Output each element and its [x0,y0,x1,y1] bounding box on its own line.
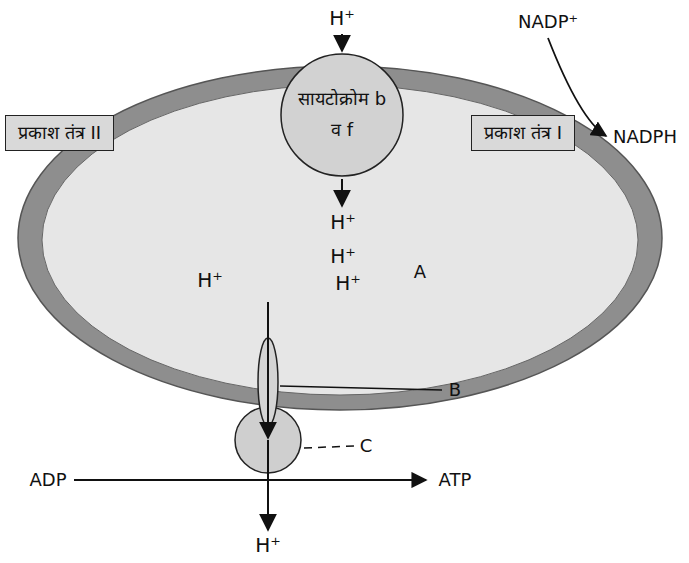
proton-arrow [267,440,269,530]
proton-label: H⁺ [197,269,223,291]
proton-label: H⁺ [255,534,281,556]
proton-label: H⁺ [335,272,361,294]
node-label: प्रकाश तंत्र II [18,121,101,144]
proton-arrow [341,34,343,51]
cytochrome-circle: सायटोक्रोम b व f [280,53,404,177]
adp-atp-arrow [74,479,426,481]
atp-label: ATP [439,470,472,490]
thylakoid-lumen [42,85,638,395]
proton-label: H⁺ [329,7,355,29]
nadph-label: NADPH [613,127,677,147]
nadp-label: NADP⁺ [518,12,578,32]
part-letter: C [360,436,373,456]
proton-arrow [341,179,343,206]
cytochrome-outline [280,53,404,177]
proton-arrow [267,302,269,438]
adp-label: ADP [29,470,66,490]
node-label: सायटोक्रोम b व f [291,84,393,145]
node-label: प्रकाश तंत्र I [484,121,562,144]
leader-line [304,446,354,448]
cytochrome-shape [281,54,403,176]
leader-line [280,386,442,390]
photosystem-box: प्रकाश तंत्र II [5,115,114,150]
part-letter: A [414,262,426,282]
proton-label: H⁺ [330,245,356,267]
proton-label: H⁺ [330,211,356,233]
photosystem-box: प्रकाश तंत्र I [471,115,575,150]
part-letter: B [449,380,461,400]
